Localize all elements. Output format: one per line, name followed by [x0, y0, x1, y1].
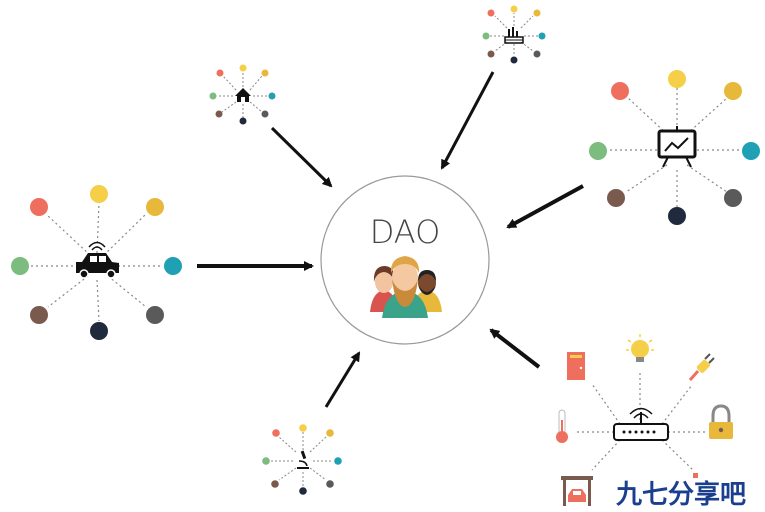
- arrow-factory: [440, 71, 495, 170]
- cluster-factory: [482, 5, 546, 64]
- dao-label: DAO: [370, 213, 441, 251]
- connected-car-icon: [76, 241, 119, 279]
- router-icon: [613, 407, 669, 441]
- watermark-text: 九七分享吧: [615, 479, 746, 510]
- plug-icon: [688, 353, 715, 381]
- cluster-presentation: [589, 70, 760, 225]
- cluster-car: [11, 185, 182, 340]
- bulb-icon: [626, 334, 654, 362]
- dao-center: DAO: [320, 175, 490, 345]
- cluster-home: [209, 64, 276, 125]
- person-bearded-man-icon: [382, 256, 428, 318]
- cluster-iot: [556, 334, 733, 506]
- arrow-presentation: [506, 184, 584, 229]
- garage-car-icon: [561, 476, 593, 506]
- door-sign-icon: [567, 352, 585, 380]
- arrow-iot: [489, 328, 541, 369]
- padlock-icon: [709, 404, 733, 439]
- arrows: [197, 71, 584, 408]
- arrow-lab: [324, 351, 361, 408]
- arrow-home: [270, 126, 333, 188]
- house-icon: [235, 88, 251, 102]
- microscope-icon: [297, 450, 309, 469]
- factory-icon: [504, 27, 524, 44]
- people-icon: [370, 256, 442, 318]
- thermometer-icon: [556, 409, 568, 443]
- alarm-dot-icon: [693, 473, 698, 478]
- watermark: 九七分享吧: [615, 479, 746, 510]
- presentation-board-icon: [657, 126, 697, 168]
- cluster-lab: [262, 424, 342, 495]
